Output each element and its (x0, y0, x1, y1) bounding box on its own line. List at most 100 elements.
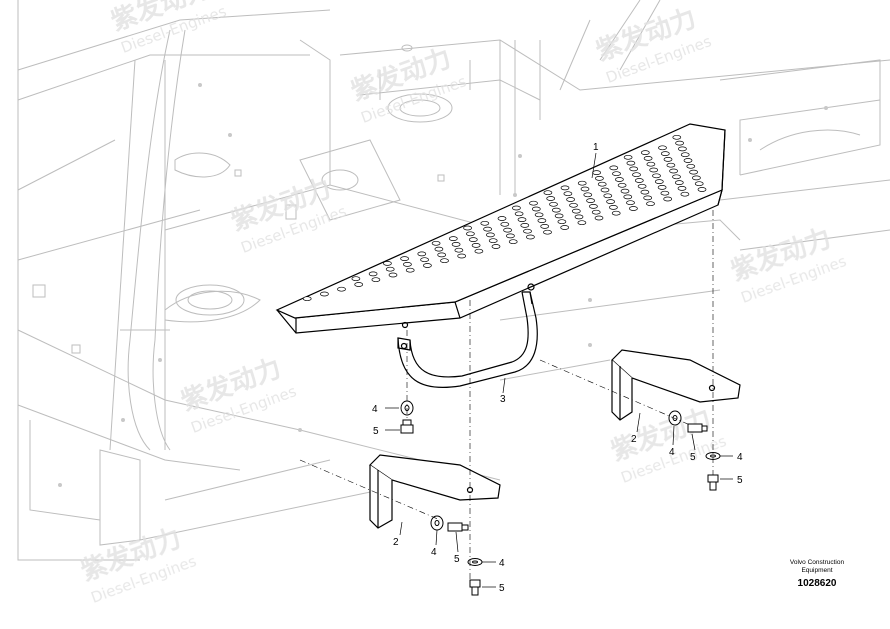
frame-openings (32, 44, 453, 354)
perforation-hole (543, 190, 553, 196)
bracket-left (369, 454, 501, 529)
callout-5-screw: 5 (454, 554, 460, 565)
publisher-credit: Volvo Construction Equipment (770, 559, 864, 575)
perforation-hole (649, 167, 659, 173)
perforation-hole (586, 198, 595, 203)
perforation-hole (669, 168, 678, 174)
perforation-hole (646, 161, 656, 167)
perforation-hole (302, 296, 312, 302)
perforation-hole (483, 226, 492, 232)
grab-handle (397, 283, 538, 389)
perforation-hole (612, 171, 621, 177)
perforation-hole (680, 152, 690, 158)
perforation-hole (597, 181, 607, 187)
perforation-hole (431, 240, 441, 246)
perforation-hole (566, 197, 575, 202)
callout-labels: 1 3 4 5 2 4 5 4 5 2 4 5 4 5 (372, 142, 743, 594)
callout-5-screw: 5 (690, 452, 696, 463)
perforation-hole (571, 208, 581, 214)
perforation-hole (654, 179, 664, 184)
callout-4-washer: 4 (499, 558, 505, 569)
perforation-hole (385, 266, 395, 272)
perforation-hole (549, 201, 558, 207)
publisher-credit-line-2: Equipment (801, 567, 833, 574)
perforation-hole (626, 200, 635, 206)
perforation-hole (674, 180, 684, 185)
perforation-hole (420, 257, 429, 263)
perforation-hole (640, 189, 650, 195)
perforation-hole (534, 212, 544, 218)
perforation-hole (660, 190, 670, 196)
fasteners (400, 400, 721, 596)
perforation-hole (563, 191, 573, 197)
perforation-hole (595, 176, 604, 181)
perforation-hole (646, 201, 655, 207)
perforation-hole (468, 237, 478, 242)
perforation-hole (594, 215, 604, 221)
perforation-hole (520, 223, 530, 228)
callout-4-washer: 4 (372, 404, 378, 415)
perforation-hole (546, 196, 556, 201)
assembly-center-lines (299, 210, 714, 580)
frame-bolts (58, 83, 828, 487)
perforation-hole (697, 187, 707, 192)
machine-frame (17, 0, 890, 561)
perforation-hole (368, 271, 378, 277)
bracket-right (611, 349, 741, 421)
perforation-hole (632, 172, 641, 178)
perforation-hole (463, 225, 472, 231)
perforation-hole (497, 216, 507, 221)
perforation-hole (694, 181, 704, 187)
perforation-hole (675, 140, 684, 146)
perforation-hole (577, 220, 587, 226)
perforation-hole (403, 262, 412, 267)
perforation-hole (666, 162, 676, 168)
perforation-hole (577, 180, 587, 186)
perforation-hole (611, 210, 621, 216)
callout-3-handle: 3 (500, 394, 506, 405)
perforation-hole (440, 258, 449, 264)
perforation-hole (480, 220, 490, 226)
perforation-hole (434, 246, 444, 252)
perforation-hole (383, 261, 392, 266)
perforation-hole (337, 286, 346, 292)
perforation-hole (680, 191, 690, 197)
perforation-hole (591, 209, 601, 215)
perforation-hole (503, 227, 512, 233)
perforation-hole (454, 247, 464, 253)
perforation-hole (663, 196, 673, 202)
perforation-hole (637, 183, 647, 189)
step-plate-perforations (302, 134, 707, 302)
perforation-hole (451, 242, 461, 247)
perforation-hole (354, 282, 364, 287)
perforation-hole (606, 199, 615, 204)
perforation-hole (400, 256, 409, 261)
perforation-hole (643, 156, 653, 161)
perforation-hole (437, 252, 447, 258)
perforation-hole (320, 291, 329, 297)
perforation-hole (388, 272, 398, 278)
perforation-hole (351, 276, 361, 282)
perforation-hole (514, 211, 524, 217)
drawing-number: 1028620 (797, 578, 837, 589)
perforation-hole (371, 277, 381, 283)
perforation-hole (658, 145, 667, 151)
perforation-hole (623, 154, 633, 160)
perforation-hole (677, 186, 687, 191)
perforation-hole (626, 160, 636, 166)
callout-4-washer: 4 (669, 447, 675, 458)
perforation-hole (609, 205, 618, 210)
perforation-hole (543, 229, 552, 235)
perforation-hole (657, 185, 667, 190)
perforation-hole (448, 236, 458, 241)
perforation-hole (557, 219, 567, 225)
perforation-hole (592, 170, 601, 175)
callout-leaders (385, 152, 733, 588)
perforation-hole (629, 206, 638, 211)
perforation-hole (686, 163, 696, 169)
perforation-hole (466, 231, 475, 237)
perforation-hole (540, 224, 550, 229)
perforation-hole (663, 157, 673, 162)
